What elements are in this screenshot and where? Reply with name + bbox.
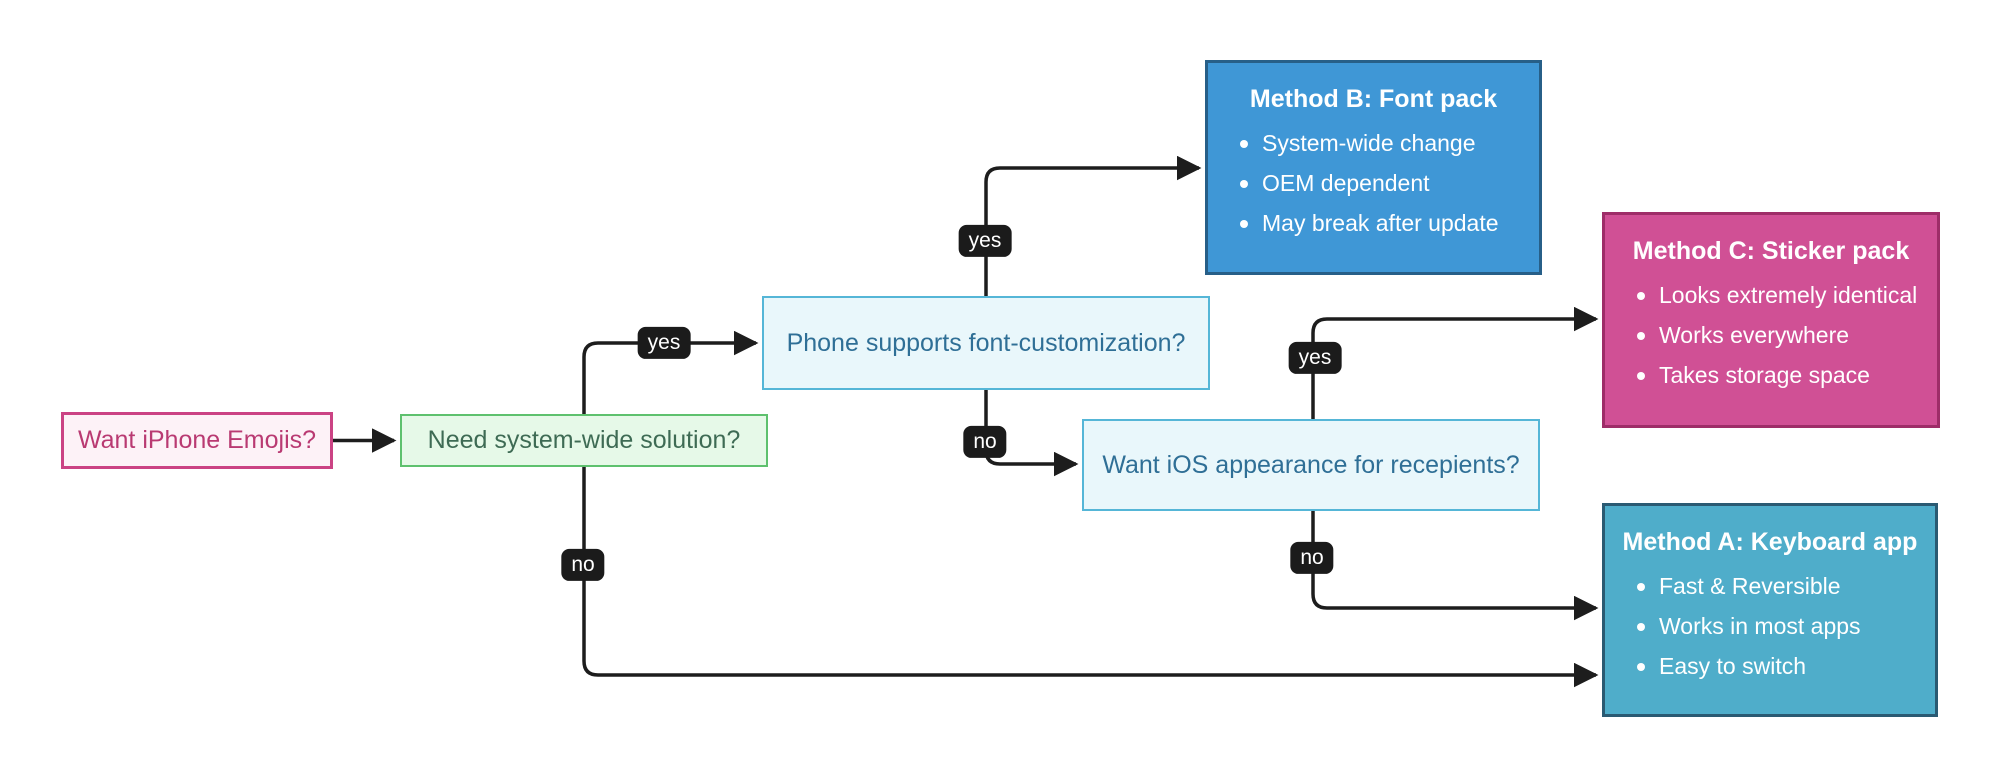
method-a-bullet: Works in most apps	[1635, 613, 1921, 640]
method-b-bullet: May break after update	[1238, 210, 1525, 237]
method-b-bullet: System-wide change	[1238, 130, 1525, 157]
node-phone-supports-font-customization-label: Phone supports font-customization?	[786, 328, 1186, 357]
method-a-bullet: Easy to switch	[1635, 653, 1921, 680]
node-want-ios-appearance-label: Want iOS appearance for recepients?	[1102, 450, 1520, 479]
edge-font-yes-to-method-b	[984, 155, 1202, 296]
method-c-title: Method C: Sticker pack	[1632, 237, 1910, 265]
edge-label-font-no: no	[963, 425, 1007, 459]
edge-ios-yes-to-method-c	[1311, 306, 1599, 419]
method-b-bullet: OEM dependent	[1238, 170, 1525, 197]
node-need-system-wide-solution: Need system-wide solution?	[400, 414, 768, 467]
edge-label-font-yes: yes	[958, 224, 1012, 258]
edge-label-system-yes: yes	[637, 326, 691, 360]
method-b-title: Method B: Font pack	[1249, 85, 1498, 113]
node-phone-supports-font-customization: Phone supports font-customization?	[762, 296, 1210, 390]
method-c-bullet: Takes storage space	[1635, 362, 1923, 389]
node-method-a-keyboard-app: Method A: Keyboard app Fast & Reversible…	[1602, 503, 1938, 717]
node-want-iphone-emojis: Want iPhone Emojis?	[61, 412, 333, 469]
node-want-iphone-emojis-label: Want iPhone Emojis?	[77, 426, 317, 454]
node-need-system-wide-solution-label: Need system-wide solution?	[427, 426, 741, 454]
edge-system-no-to-method-a	[582, 467, 1599, 688]
method-c-bullet: Looks extremely identical	[1635, 282, 1923, 309]
node-want-ios-appearance: Want iOS appearance for recepients?	[1082, 419, 1540, 511]
edge-label-system-no: no	[561, 548, 605, 582]
method-b-bullet-list: System-wide change OEM dependent May bre…	[1222, 130, 1525, 237]
edge-label-ios-yes: yes	[1288, 341, 1342, 375]
edge-system-yes-to-font	[582, 330, 759, 414]
node-method-b-font-pack: Method B: Font pack System-wide change O…	[1205, 60, 1542, 275]
method-c-bullet: Works everywhere	[1635, 322, 1923, 349]
edge-ios-no-to-method-a	[1311, 511, 1599, 621]
method-a-bullet: Fast & Reversible	[1635, 573, 1921, 600]
node-method-c-sticker-pack: Method C: Sticker pack Looks extremely i…	[1602, 212, 1940, 428]
edge-label-ios-no: no	[1290, 541, 1334, 575]
method-a-bullet-list: Fast & Reversible Works in most apps Eas…	[1619, 573, 1921, 680]
method-c-bullet-list: Looks extremely identical Works everywhe…	[1619, 282, 1923, 389]
method-a-title: Method A: Keyboard app	[1622, 528, 1918, 556]
